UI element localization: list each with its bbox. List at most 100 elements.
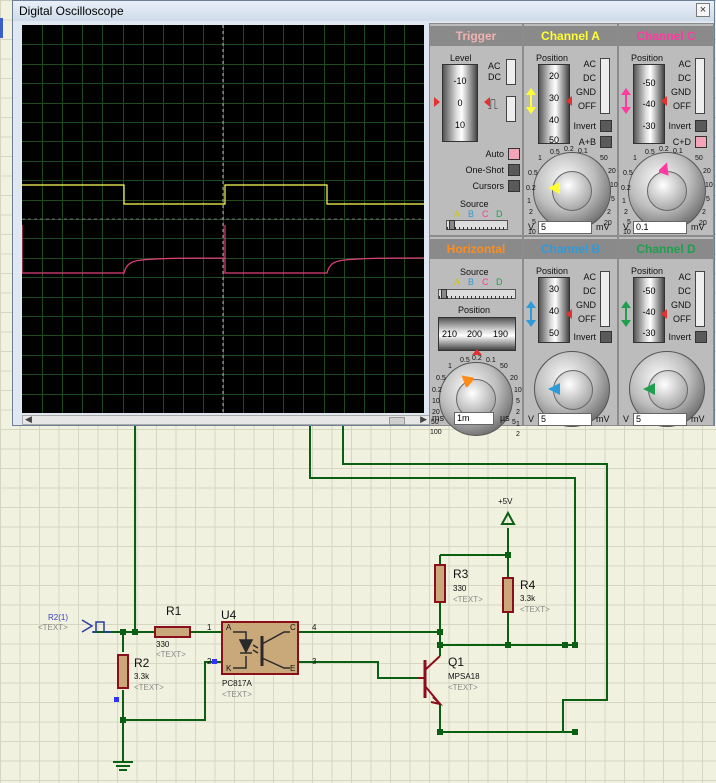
channel-c-volts-field[interactable]: 0.1: [633, 221, 687, 234]
horizontal-source-b: B: [468, 277, 475, 287]
horizontal-scale-label: 0.2: [472, 355, 482, 362]
horizontal-scale-label: 5: [512, 419, 516, 426]
r1-label: R1: [166, 604, 182, 618]
channel-a-invert-button[interactable]: [600, 120, 612, 132]
horizontal-source-d: D: [496, 277, 503, 287]
horizontal-scale-label: 0.1: [486, 357, 496, 364]
horizontal-scale-label: 2: [516, 431, 520, 438]
horizontal-position-drum[interactable]: 210 200 190: [438, 317, 516, 351]
channel-a-scale-label: 5: [611, 196, 615, 203]
channel-a-scale-label: 10: [528, 229, 536, 236]
channel-d-gnd: GND: [671, 300, 691, 310]
horizontal-scale-label: 10: [432, 398, 440, 405]
close-button[interactable]: ×: [696, 3, 710, 17]
channel-a-position-drum[interactable]: 20 30 40 50: [538, 64, 570, 145]
channel-a-scale-label: 0.5: [528, 170, 538, 177]
channel-a-unit-mv: mV: [596, 222, 610, 232]
titlebar[interactable]: Digital Oscilloscope ×: [13, 1, 714, 21]
channel-c-scale-label: 0.2: [659, 146, 669, 153]
trigger-one-shot-button[interactable]: [508, 164, 520, 176]
channel-a-title: Channel A: [524, 26, 617, 46]
channel-a-coupling-switch[interactable]: [600, 58, 610, 114]
channel-c-coupling-switch[interactable]: [695, 58, 705, 114]
oscilloscope-window[interactable]: Digital Oscilloscope × ◀ ▶ Trigger Level…: [12, 0, 715, 438]
channel-c-position-drum[interactable]: -50 -40 -30: [633, 64, 665, 144]
channel-a-scale-label: 1: [527, 198, 531, 205]
channel-c-scale-label: 20: [703, 168, 711, 175]
trigger-cursors-button[interactable]: [508, 180, 520, 192]
channel-a-scale-label: 0.5: [550, 149, 560, 156]
channel-a-scale-label: 2: [529, 209, 533, 216]
channel-d-invert-button[interactable]: [695, 331, 707, 343]
channel-a-trace: [22, 184, 424, 205]
u4-pin-4: 4: [312, 623, 317, 632]
scope-display: [21, 25, 425, 413]
channel-c-unit-mv: mV: [691, 222, 705, 232]
channel-c-scale-label: 5: [706, 196, 710, 203]
scroll-right-icon[interactable]: ▶: [420, 414, 427, 424]
window-title: Digital Oscilloscope: [19, 4, 124, 18]
trigger-coupling-switch[interactable]: [506, 59, 516, 85]
r4-label: R4: [520, 578, 536, 592]
channel-c-scale-label: 1: [633, 155, 637, 162]
channel-d-coupling-switch[interactable]: [695, 271, 705, 327]
u4-pin-letter-c: C: [290, 623, 296, 632]
horizontal-source-c: C: [482, 277, 489, 287]
channel-b-position-arrow-icon: [526, 301, 572, 327]
channel-b-volts-field[interactable]: 5: [538, 413, 592, 426]
channel-a-volts-knob[interactable]: [533, 152, 611, 230]
channel-c-sum-label: C+D: [672, 137, 691, 147]
channel-b-off: OFF: [578, 314, 596, 324]
trigger-source-label: Source: [460, 199, 489, 209]
trigger-level-drum[interactable]: -10 0 10: [442, 64, 478, 142]
trigger-edge-icon: ⎍: [488, 96, 498, 112]
channel-c-off: OFF: [673, 101, 691, 111]
channel-d-invert-label: Invert: [668, 332, 691, 342]
channel-b-position-drum[interactable]: 30 40 50: [538, 277, 570, 343]
trigger-edge-switch[interactable]: [506, 96, 516, 122]
horizontal-scale-label: 10: [514, 387, 522, 394]
channel-a-position-arrow-icon: [526, 88, 572, 114]
channel-d-volts-field[interactable]: 5: [633, 413, 687, 426]
channel-c-invert-label: Invert: [668, 121, 691, 131]
trigger-auto-button[interactable]: [508, 148, 520, 160]
u4-pin-letter-e: E: [290, 664, 296, 673]
u4-label: U4: [221, 608, 237, 622]
channel-c-panel: Channel C Position -50 -40 -30 AC DC GND…: [618, 23, 714, 236]
channel-c-scale-label: 50: [695, 155, 703, 162]
channel-c-sum-button[interactable]: [695, 136, 707, 148]
horizontal-source-slider[interactable]: [438, 289, 516, 299]
horizontal-scale-label: 0.2: [432, 387, 442, 394]
horizontal-knob-pointer-icon: [461, 375, 474, 387]
r3-text: <TEXT>: [453, 595, 483, 604]
q1-text: <TEXT>: [448, 683, 478, 692]
channel-c-scale-label: 0.5: [645, 149, 655, 156]
scroll-thumb[interactable]: [389, 417, 405, 425]
u4-pin-letter-k: K: [226, 664, 232, 673]
channel-b-coupling-switch[interactable]: [600, 271, 610, 327]
channel-c-dc: DC: [678, 73, 691, 83]
channel-c-knob-pointer-icon: [659, 162, 669, 176]
scroll-left-icon[interactable]: ◀: [25, 414, 32, 424]
r2-value: 3.3k: [134, 672, 150, 681]
q1-part: MPSA18: [448, 672, 480, 681]
trigger-auto-label: Auto: [485, 149, 504, 159]
channel-a-sum-button[interactable]: [600, 136, 612, 148]
channel-a-sum-label: A+B: [578, 137, 596, 147]
horizontal-position-value: 190: [493, 329, 509, 339]
channel-d-position-drum[interactable]: -50 -40 -30: [633, 277, 665, 343]
generator-label: R2(1): [48, 613, 69, 622]
channel-c-scale-label: 1: [622, 198, 626, 205]
horizontal-scrollbar[interactable]: ◀ ▶: [22, 414, 430, 425]
channel-c-invert-button[interactable]: [695, 120, 707, 132]
channel-d-position-label: Position: [631, 266, 664, 276]
u4-pin-2: 2: [207, 657, 212, 666]
channel-a-gnd: GND: [576, 87, 596, 97]
channel-b-gnd: GND: [576, 300, 596, 310]
horizontal-time-field[interactable]: 1m: [454, 412, 494, 425]
trigger-ac-label: AC: [488, 61, 501, 71]
channel-a-volts-field[interactable]: 5: [538, 221, 592, 234]
channel-b-invert-button[interactable]: [600, 331, 612, 343]
trigger-source-slider[interactable]: [446, 220, 508, 230]
channel-b-position-label: Position: [536, 266, 569, 276]
